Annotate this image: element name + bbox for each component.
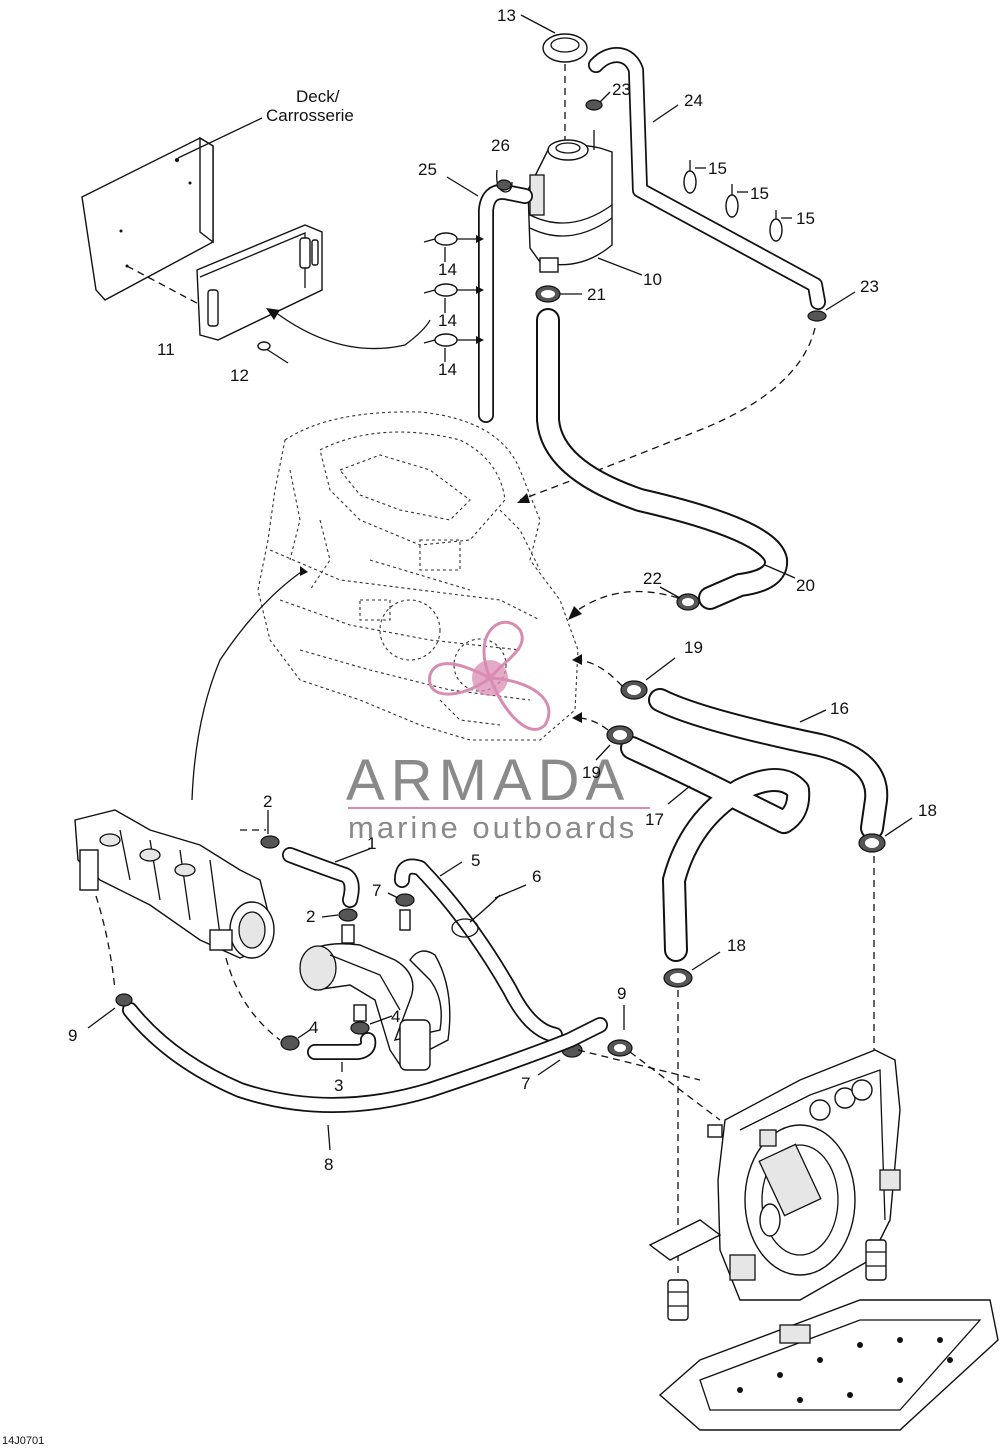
carrosserie-label: Carrosserie <box>266 106 354 125</box>
armada-watermark: ARMADA marine outboards <box>346 620 650 845</box>
deck-panel <box>81 136 214 301</box>
spring-clamps-15 <box>683 160 792 242</box>
watermark-brand: ARMADA <box>346 748 630 813</box>
callout-20: 20 <box>796 576 815 595</box>
callout-19: 19 <box>582 763 601 782</box>
coolant-reservoir <box>527 130 613 273</box>
callout-9: 9 <box>68 1026 77 1045</box>
callout-14: 14 <box>438 360 457 379</box>
callout-23: 23 <box>860 277 879 296</box>
callout-labels: Deck/ Carrosserie 1 2 2 3 4 4 5 6 7 7 8 … <box>2 6 937 1447</box>
callout-15: 15 <box>708 159 727 178</box>
callout-7: 7 <box>521 1074 530 1093</box>
callout-14: 14 <box>438 260 457 279</box>
ride-plate <box>658 1299 999 1431</box>
callout-3: 3 <box>334 1076 343 1095</box>
mounting-bracket <box>196 224 323 341</box>
fittings <box>667 1239 887 1321</box>
callout-1: 1 <box>367 834 376 853</box>
callout-24: 24 <box>684 91 703 110</box>
hose-25 <box>478 183 533 423</box>
callout-10: 10 <box>643 270 662 289</box>
callout-21: 21 <box>587 285 606 304</box>
callout-15: 15 <box>796 209 815 228</box>
callout-12: 12 <box>230 366 249 385</box>
callout-17: 17 <box>645 810 664 829</box>
callout-2: 2 <box>306 907 315 926</box>
diagram-code: 14J0701 <box>2 1435 44 1447</box>
exhaust-manifold <box>74 809 275 959</box>
cable-tie-6 <box>451 884 527 938</box>
deck-label: Deck/ <box>296 87 340 106</box>
bracket-screw <box>257 341 289 364</box>
callout-14: 14 <box>438 311 457 330</box>
callout-8: 8 <box>324 1155 333 1174</box>
callout-25: 25 <box>418 160 437 179</box>
callout-19: 19 <box>684 638 703 657</box>
callout-2: 2 <box>263 792 272 811</box>
callout-6: 6 <box>532 867 541 886</box>
hose-5 <box>394 858 563 1043</box>
engine-block <box>257 411 579 741</box>
callout-4: 4 <box>391 1007 400 1026</box>
hose-16 <box>648 688 889 840</box>
hose-24 <box>588 47 826 310</box>
callout-5: 5 <box>471 851 480 870</box>
reservoir-cap <box>542 33 588 63</box>
coolant-pipe-assembly <box>299 943 451 1071</box>
callout-11: 11 <box>157 340 175 359</box>
hose-17 <box>620 736 811 962</box>
propeller-logo <box>428 620 551 731</box>
callout-13: 13 <box>497 6 516 25</box>
callout-22: 22 <box>643 569 662 588</box>
hose-1 <box>282 847 360 908</box>
callout-26: 26 <box>491 136 510 155</box>
callout-9: 9 <box>617 984 626 1003</box>
callout-18: 18 <box>727 936 746 955</box>
callout-23: 23 <box>612 80 631 99</box>
callout-18: 18 <box>918 801 937 820</box>
hose-20 <box>536 308 788 610</box>
spring-clamps-14 <box>423 232 484 362</box>
hose-8 <box>122 1002 608 1113</box>
callout-16: 16 <box>830 699 849 718</box>
callout-7: 7 <box>372 881 381 900</box>
callout-4: 4 <box>309 1018 318 1037</box>
hose-3 <box>307 1032 377 1060</box>
watermark-tagline: marine outboards <box>348 810 637 845</box>
callout-15: 15 <box>750 184 769 203</box>
pump-housing <box>707 1049 901 1301</box>
